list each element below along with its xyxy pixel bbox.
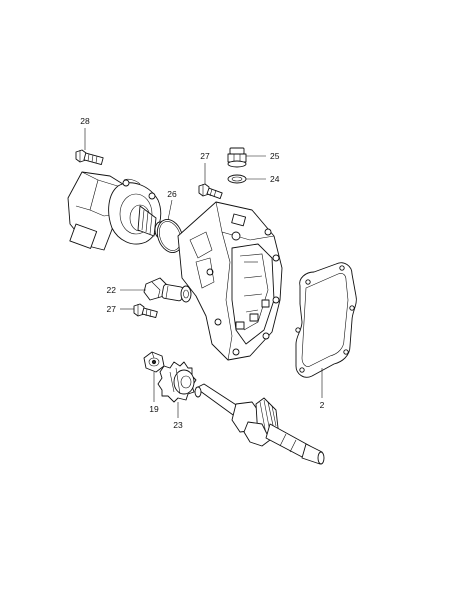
sensor-22 xyxy=(143,277,192,303)
callout-22: 22 xyxy=(107,285,117,295)
callout-27-lower: 27 xyxy=(107,304,117,314)
callout-28: 28 xyxy=(80,116,90,126)
gasket-2 xyxy=(295,262,357,378)
plug-25 xyxy=(227,147,247,168)
callout-27-upper: 27 xyxy=(200,151,210,161)
actuator-motor xyxy=(67,171,162,251)
bolt-27-upper xyxy=(198,183,223,200)
gear-23 xyxy=(157,361,197,403)
callout-2: 2 xyxy=(320,400,325,410)
o-ring-26 xyxy=(156,219,184,253)
nut-19 xyxy=(143,351,165,373)
bolt-28 xyxy=(75,149,104,165)
callout-25: 25 xyxy=(270,151,280,161)
output-shaft xyxy=(194,383,325,465)
bolt-27-lower xyxy=(133,303,158,318)
washer-24 xyxy=(227,174,247,184)
callout-19: 19 xyxy=(149,404,159,414)
gearcase-housing xyxy=(177,201,283,361)
callout-26: 26 xyxy=(167,189,177,199)
callout-24: 24 xyxy=(270,174,280,184)
callout-23: 23 xyxy=(173,420,183,430)
